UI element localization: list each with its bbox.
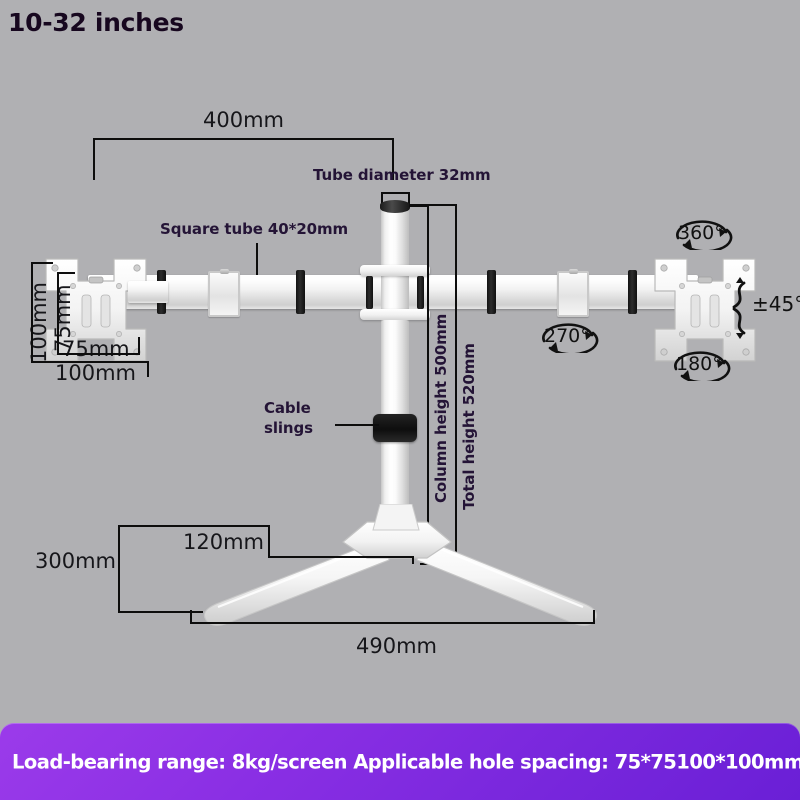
dim-tick-base-width-right	[593, 610, 595, 623]
callout-tube-diameter: Tube diameter 32mm	[313, 166, 491, 184]
dim-tick-hub-left	[268, 526, 270, 557]
dimension-base-width: 490mm	[356, 634, 437, 658]
dim-line-base-width	[190, 622, 595, 624]
vesa-plate-right	[654, 258, 756, 362]
dim-tick-tube-left	[381, 192, 383, 206]
dimension-hub-width: 120mm	[183, 530, 264, 554]
callout-cable-slings-line1: Cable	[264, 399, 311, 417]
footer-text: Load-bearing range: 8kg/screen Applicabl…	[12, 750, 800, 773]
dim-tick-top-left	[93, 138, 95, 180]
column-clamp-bottom	[360, 309, 430, 320]
base-leg-right	[416, 537, 598, 626]
dim-line-tube-diameter	[381, 192, 409, 194]
dim-tick-base-width-left	[190, 610, 192, 623]
leader-line-cable-slings	[335, 424, 379, 426]
rotation-arrow-270-icon	[542, 323, 599, 353]
vesa-arm-left	[128, 281, 168, 303]
dim-tick-vesa-outer-top	[31, 262, 53, 264]
rail-strap-3	[487, 270, 496, 314]
dim-line-total-height	[455, 204, 457, 565]
dim-line-top-horizontal	[93, 138, 394, 140]
dim-tick-vesa-inner-top	[57, 272, 75, 274]
dimension-vesa-width-inner: 75mm	[62, 337, 130, 361]
rotation-arrow-180-icon	[674, 351, 731, 381]
leader-line-square-tube	[256, 243, 258, 285]
dim-line-vesa-width-outer	[31, 361, 149, 363]
vesa-plate-left	[45, 258, 147, 362]
dimension-total-height: Total height 520mm	[460, 343, 478, 510]
tilt-arrow-icon	[732, 277, 746, 339]
dim-line-vesa-width-inner	[57, 353, 140, 355]
dim-tick-tube-right	[408, 192, 410, 206]
dim-tick-base-depth-top	[118, 525, 270, 527]
angle-label-360: 360°	[678, 222, 724, 244]
dim-line-column-height	[427, 205, 429, 540]
dim-line-vesa-inner-vertical	[57, 272, 59, 354]
dimension-column-height: Column height 500mm	[432, 313, 450, 503]
angle-label-270: 270°	[544, 325, 590, 347]
callout-cable-slings-line2: slings	[264, 419, 313, 437]
rail-strap-4	[628, 270, 637, 314]
column-foot	[372, 504, 420, 531]
rail-slider-right	[557, 269, 589, 317]
dimension-base-depth: 300mm	[35, 549, 116, 573]
column-clamp-top	[360, 265, 430, 276]
dim-tick-base-depth-bottom	[118, 611, 203, 613]
base-leg-left	[203, 537, 390, 626]
dim-tick-column-height-top	[409, 205, 428, 207]
dim-tick-top-right	[392, 138, 394, 180]
angle-label-180: 180°	[676, 353, 722, 375]
rail-slider-left	[208, 269, 240, 317]
dim-line-hub-width	[268, 556, 414, 558]
column-clamp-bolt-left	[366, 276, 373, 309]
angle-label-tilt: ±45°	[752, 292, 800, 316]
dim-tick-vesa-width-outer-right	[147, 361, 149, 377]
rotation-arrow-360-icon	[676, 220, 733, 250]
dimension-vesa-width-outer: 100mm	[55, 361, 136, 385]
dim-line-base-depth	[118, 525, 120, 613]
dimension-top-width: 400mm	[203, 108, 284, 132]
footer-banner: Load-bearing range: 8kg/screen Applicabl…	[0, 723, 800, 800]
column-clamp-bolt-right	[417, 276, 424, 309]
callout-square-tube: Square tube 40*20mm	[160, 220, 349, 238]
dim-tick-vesa-width-inner-right	[138, 337, 140, 354]
cable-sling-clip	[373, 414, 417, 442]
rail-strap-2	[296, 270, 305, 314]
dim-tick-total-height-top	[409, 204, 456, 206]
dim-tick-hub-right	[412, 556, 414, 564]
column-top-cap	[380, 200, 410, 213]
page-title: 10-32 inches	[8, 8, 184, 37]
dim-line-vesa-outer-vertical	[31, 262, 33, 362]
